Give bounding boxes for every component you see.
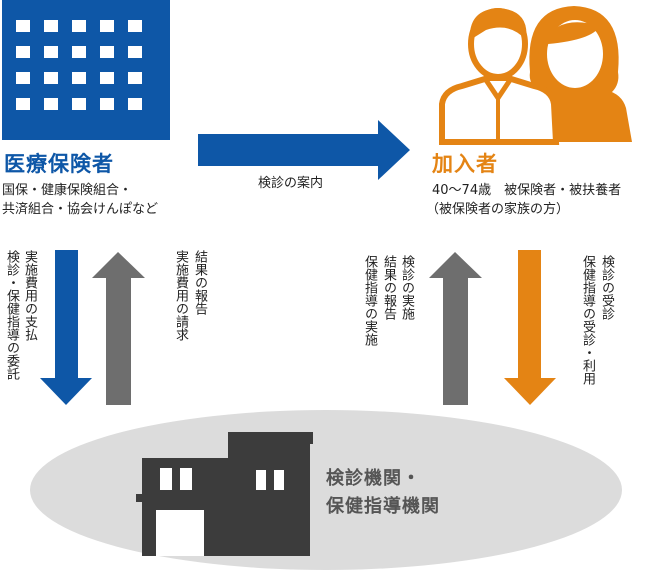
member-desc-line1: 40〜74歳 被保険者・被扶養者 <box>432 183 622 198</box>
facility-label-line1: 検診機関・ <box>326 468 421 489</box>
facility-up-line2: 結果の報告 <box>381 255 396 320</box>
facility-up-arrow <box>429 252 482 405</box>
member-desc-line2: （被保険者の家族の方） <box>426 202 570 217</box>
guide-arrow <box>198 120 410 180</box>
insurer-down-arrow <box>40 250 92 405</box>
facility-up-line3: 保健指導の実施 <box>362 255 377 346</box>
facility-up-label-2: 結果の報告 <box>379 255 397 320</box>
insurer-desc-line2: 共済組合・協会けんぽなど <box>2 202 159 217</box>
people-icon <box>439 6 632 145</box>
insurer-down-label-2: 検診・保健指導の委託 <box>2 250 20 380</box>
insurer-up-arrow <box>92 252 145 405</box>
member-down-line2: 保健指導の受診・利用 <box>580 255 595 385</box>
facility-up-line1: 検診の実施 <box>399 255 414 320</box>
insurer-down-line2: 検診・保健指導の委託 <box>4 250 19 380</box>
insurer-up-line1: 結果の報告 <box>192 250 207 315</box>
facility-label-line2: 保健指導機関 <box>326 496 440 517</box>
insurer-up-line2: 実施費用の請求 <box>173 250 188 341</box>
member-down-arrow <box>504 250 556 405</box>
insurer-up-label: 結果の報告 <box>190 250 208 315</box>
insurer-desc-line1: 国保・健康保険組合・ <box>2 183 133 198</box>
facility-up-label: 検診の実施 <box>397 255 415 320</box>
insurer-title: 医療保険者 <box>4 152 114 176</box>
member-title: 加入者 <box>432 152 498 176</box>
guide-label: 検診の案内 <box>258 176 324 191</box>
member-down-label-2: 保健指導の受診・利用 <box>578 255 596 385</box>
facility-up-label-3: 保健指導の実施 <box>360 255 378 346</box>
member-down-label: 検診の受診 <box>597 255 615 320</box>
insurer-up-label-2: 実施費用の請求 <box>171 250 189 341</box>
insurer-down-line1: 実施費用の支払 <box>22 250 37 341</box>
insurer-down-label: 実施費用の支払 <box>20 250 38 341</box>
member-down-line1: 検診の受診 <box>599 255 614 320</box>
office-building-icon <box>2 0 170 140</box>
